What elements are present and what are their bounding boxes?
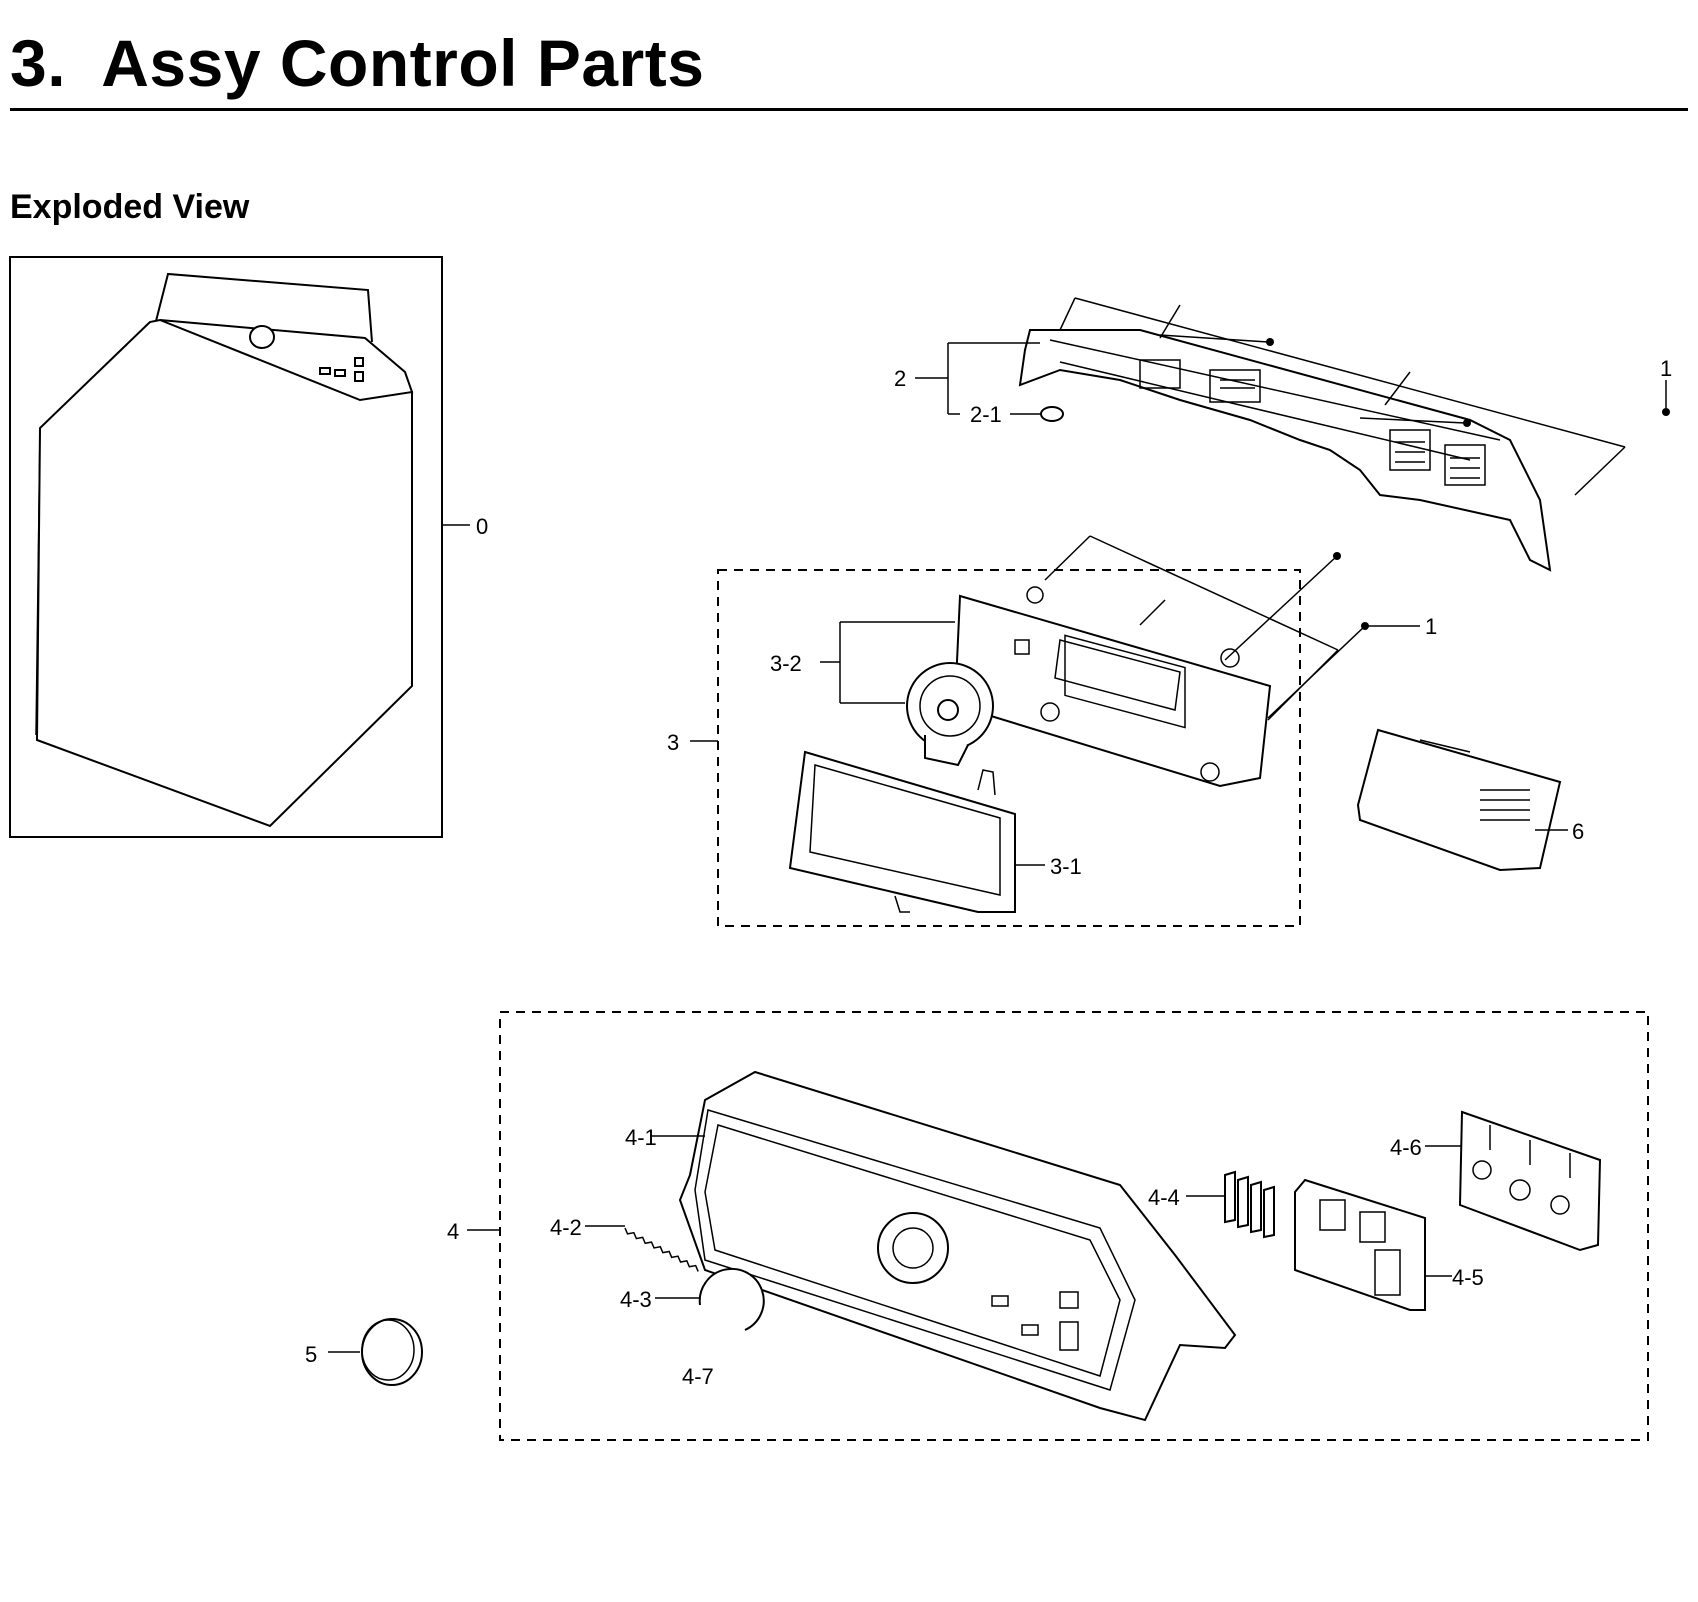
knob-icon bbox=[361, 1318, 423, 1386]
callout-1-top: 1 bbox=[1660, 356, 1672, 381]
callout-0: 0 bbox=[476, 514, 488, 539]
cover-icon bbox=[1356, 728, 1562, 872]
title-underline bbox=[10, 108, 1688, 111]
callout-4-3: 4-3 bbox=[620, 1287, 652, 1312]
panel-assy-group-box bbox=[499, 1011, 1649, 1441]
page-title: 3. Assy Control Parts bbox=[10, 26, 705, 100]
clip-icon bbox=[1040, 406, 1064, 422]
ring-icon bbox=[698, 1267, 765, 1331]
button-set-icon bbox=[1224, 1170, 1275, 1239]
spring-icon bbox=[624, 1227, 699, 1272]
pcb-assy-group-box bbox=[717, 569, 1301, 927]
control-panel-icon bbox=[678, 1070, 1237, 1422]
callout-3-2: 3-2 bbox=[770, 651, 802, 676]
callout-4-1: 4-1 bbox=[625, 1125, 657, 1150]
callout-1-mid: 1 bbox=[1425, 614, 1437, 639]
section-subtitle: Exploded View bbox=[10, 188, 250, 226]
callout-3: 3 bbox=[667, 730, 679, 755]
callout-6: 6 bbox=[1572, 819, 1584, 844]
callout-3-1: 3-1 bbox=[1050, 854, 1082, 879]
button-holder-icon bbox=[1294, 1178, 1426, 1311]
screw-icon bbox=[1463, 419, 1471, 427]
screw-guide-line bbox=[1074, 297, 1626, 448]
screw-icon bbox=[1266, 338, 1274, 346]
callout-4-6: 4-6 bbox=[1390, 1135, 1422, 1160]
callout-4-7: 4-7 bbox=[682, 1364, 714, 1389]
washer-overview-icon bbox=[9, 256, 443, 838]
callout-2-1: 2-1 bbox=[970, 402, 1002, 427]
control-panel-frame-icon bbox=[1018, 329, 1552, 572]
pcb-assembly-icon bbox=[788, 586, 1272, 913]
callout-4-2: 4-2 bbox=[550, 1215, 582, 1240]
screw-icon bbox=[1662, 408, 1670, 416]
display-holder-icon bbox=[1458, 1110, 1602, 1252]
callout-4: 4 bbox=[447, 1219, 459, 1244]
callout-4-4: 4-4 bbox=[1148, 1185, 1180, 1210]
callout-2: 2 bbox=[894, 366, 906, 391]
callout-4-5: 4-5 bbox=[1452, 1265, 1484, 1290]
callout-5: 5 bbox=[305, 1342, 317, 1367]
